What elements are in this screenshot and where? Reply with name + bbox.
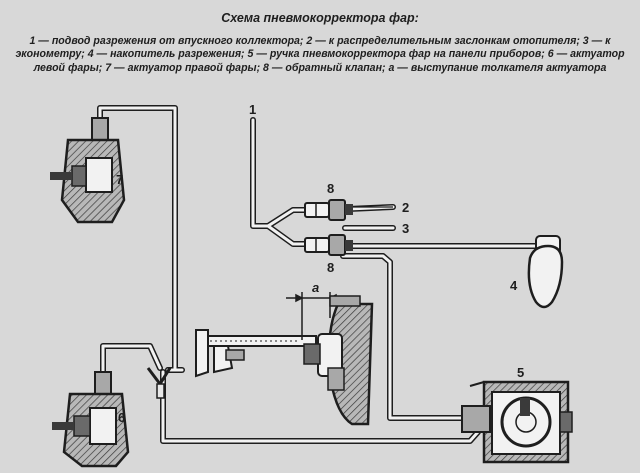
label-8-bottom: 8 — [327, 260, 334, 275]
callout-labels: 1 2 3 4 5 6 7 8 8 a — [116, 102, 524, 425]
label-4: 4 — [510, 278, 518, 293]
headlight-body — [303, 295, 374, 426]
check-valve-bottom — [304, 234, 353, 256]
y-splitter — [146, 367, 172, 399]
label-6: 6 — [118, 410, 125, 425]
hoses — [97, 105, 548, 444]
diagram-legend: 1 — подвод разрежения от впускного колле… — [15, 35, 625, 74]
label-3: 3 — [402, 221, 409, 236]
label-7: 7 — [116, 172, 123, 187]
vacuum-reservoir — [527, 235, 564, 309]
label-8-top: 8 — [327, 181, 334, 196]
label-5: 5 — [517, 365, 524, 380]
check-valve-top — [304, 199, 353, 221]
hose-splitter-to-knob — [160, 369, 481, 444]
label-a: a — [312, 280, 319, 295]
actuator-right — [50, 117, 126, 224]
caliper-gauge — [195, 329, 317, 378]
caption: Схема пневмокорректора фар: 1 — подвод р… — [0, 0, 640, 75]
actuator-left — [52, 371, 130, 468]
corrector-knob-unit — [461, 380, 573, 464]
label-2: 2 — [402, 200, 409, 215]
diagram-title: Схема пневмокорректора фар: — [221, 11, 419, 25]
label-1: 1 — [249, 102, 256, 117]
